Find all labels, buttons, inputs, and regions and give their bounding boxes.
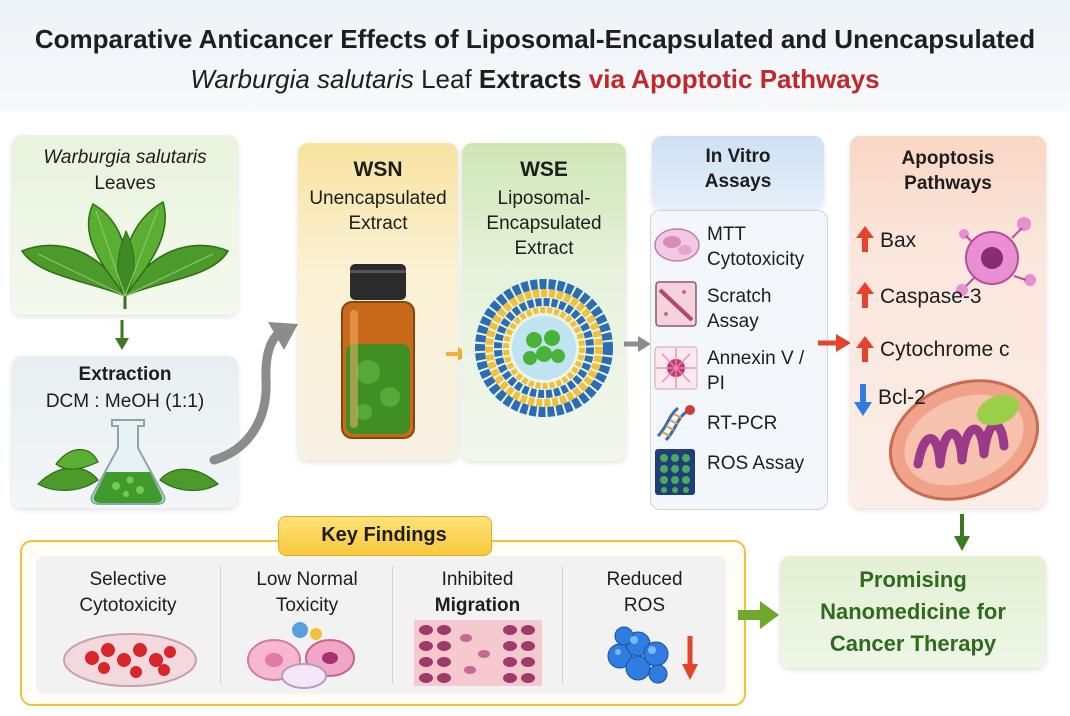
extraction-title: Extraction: [78, 364, 172, 385]
finding-divider: [562, 566, 563, 684]
wsn-code: WSN: [353, 158, 403, 181]
marker-cytochrome-c: Cytochrome c: [880, 338, 1010, 361]
ros-plate-icon: [655, 449, 695, 495]
diagram-title: Comparative Anticancer Effects of Liposo…: [34, 24, 1036, 54]
apoptosis-title-1: Apoptosis: [901, 148, 995, 169]
wse-line3: Extract: [514, 238, 574, 259]
migration-cells-icon: [414, 620, 542, 686]
cell-icon: [654, 228, 700, 262]
right-arrow-icon: [624, 336, 651, 352]
assay-scratch-l1: Scratch: [707, 286, 772, 307]
wse-line1: Liposomal-: [497, 188, 591, 209]
apoptotic-cell-icon: [956, 217, 1036, 296]
petri-dish-icon: [63, 633, 197, 687]
assays-title-2: Assays: [704, 171, 772, 192]
vial-icon: [341, 264, 415, 439]
source-leaves-label: Leaves: [94, 173, 156, 194]
assays-title-1: In Vitro: [705, 146, 771, 167]
down-arrow-icon: [115, 320, 129, 350]
assay-rtpcr: RT-PCR: [707, 413, 778, 434]
findings-title-tab: [278, 516, 492, 556]
normal-cells-icon: [247, 622, 355, 689]
diagram-subtitle: Warburgia salutaris Leaf Extracts via Ap…: [0, 64, 1070, 95]
title-leaf: Leaf: [413, 64, 479, 94]
source-species: Warburgia salutaris: [43, 147, 207, 168]
assay-mtt-l1: MTT: [707, 224, 747, 245]
extraction-solvent: DCM : MeOH (1:1): [45, 391, 205, 412]
down-arrow-icon: [954, 514, 970, 551]
wse-code: WSE: [520, 158, 568, 181]
curved-arrow-icon: [209, 322, 298, 465]
bax-up-arrow-icon: [856, 226, 874, 252]
finding-4-l1: Reduced: [606, 569, 683, 590]
conclusion-l2: Nanomedicine for: [820, 599, 1006, 624]
conclusion-l1: Promising: [859, 567, 967, 592]
title-extracts: Extracts: [478, 64, 589, 94]
cytochrome-up-arrow-icon: [856, 336, 874, 362]
marker-caspase-3: Caspase-3: [880, 285, 982, 308]
finding-divider: [392, 566, 393, 684]
finding-2-l1: Low Normal: [256, 569, 358, 590]
wsn-line2: Extract: [348, 213, 408, 234]
dna-icon: [656, 405, 695, 442]
finding-2-l2: Toxicity: [275, 595, 339, 616]
leaves-icon: [20, 200, 230, 309]
assay-annexin-l2: PI: [707, 373, 725, 394]
conclusion-panel: [780, 556, 1046, 668]
right-arrow-icon: [818, 334, 851, 352]
assays-header: [652, 136, 824, 208]
marker-bcl-2: Bcl-2: [878, 386, 926, 409]
assay-ros: ROS Assay: [707, 453, 805, 474]
liposome-icon: [475, 279, 613, 417]
wse-line2: Encapsulated: [486, 213, 602, 234]
marker-bax: Bax: [880, 229, 917, 252]
bcl2-down-arrow-icon: [854, 384, 872, 416]
finding-3-l2: Migration: [434, 595, 521, 616]
assay-scratch-l2: Assay: [707, 311, 759, 332]
mitochondrion-icon: [888, 379, 1040, 501]
ros-cluster-icon: [607, 626, 698, 684]
finding-1-l2: Cytotoxicity: [79, 595, 177, 616]
finding-divider: [220, 566, 221, 684]
flask-icon: [36, 419, 220, 505]
caspase-up-arrow-icon: [856, 282, 874, 308]
scratch-plate-icon: [655, 281, 697, 327]
apoptosis-title-2: Pathways: [904, 173, 992, 194]
findings-title: Key Findings: [321, 524, 447, 546]
title-band: [0, 0, 1070, 112]
assay-mtt-l2: Cytotoxicity: [707, 249, 805, 270]
wsn-line1: Unencapsulated: [309, 188, 447, 209]
title-species: Warburgia salutaris: [190, 64, 414, 94]
right-arrow-icon: [738, 601, 779, 629]
conclusion-l3: Cancer Therapy: [829, 631, 997, 656]
finding-4-l2: ROS: [623, 595, 666, 616]
annexin-cell-icon: [654, 346, 698, 390]
title-pathways: via Apoptotic Pathways: [588, 64, 880, 94]
assay-annexin-l1: Annexin V /: [707, 348, 805, 369]
finding-1-l1: Selective: [89, 569, 167, 590]
finding-3-l1: Inhibited: [441, 569, 514, 590]
